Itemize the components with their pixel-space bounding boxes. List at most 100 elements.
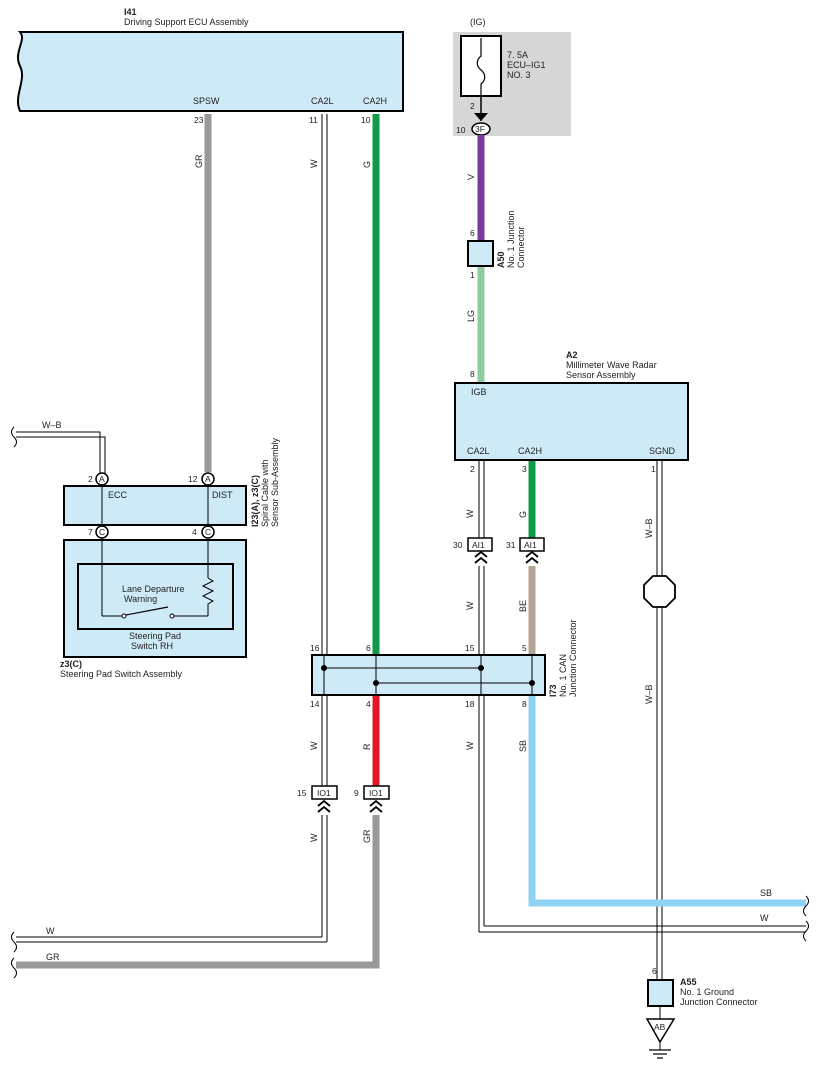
connector-3f-pin: 10 <box>456 125 466 135</box>
wire-wb-spiral-b <box>16 436 106 474</box>
i73-pin-t4: 5 <box>522 643 527 653</box>
ecu-term-spsw: SPSW <box>193 96 220 106</box>
wire-label-r: R <box>362 743 372 750</box>
fuse-number: NO. 3 <box>507 70 531 80</box>
spiral-conn-ecc-bot-label: C <box>99 527 105 537</box>
ecu-code: I41 <box>124 7 137 17</box>
spiral-term-ecc: ECC <box>108 490 128 500</box>
wire-label-w-left: W <box>46 926 55 936</box>
spiral-pin-ecc-top: 2 <box>88 474 93 484</box>
ecu-term-ca2l: CA2L <box>311 96 334 106</box>
break-mark-wb-left <box>11 426 17 448</box>
io1-pin-left: 15 <box>297 788 307 798</box>
i73-node-3 <box>373 680 379 686</box>
a55-name2: Junction Connector <box>680 997 758 1007</box>
io1-chevron-left-icon <box>317 799 331 813</box>
a50-connector <box>467 240 494 267</box>
a50-name1: No. 1 Junction <box>506 210 516 268</box>
wire-label-w-ca2l: W <box>309 159 319 168</box>
i73-pin-b4: 8 <box>522 699 527 709</box>
spiral-code: I23(A), z3(C) <box>250 475 260 527</box>
ground-point-label: AB <box>654 1022 666 1032</box>
wire-label-wb-1: W–B <box>644 518 654 538</box>
resistor-icon <box>201 577 215 616</box>
radar-pin-igb: 8 <box>470 369 475 379</box>
radar-term-igb: IGB <box>471 387 487 397</box>
i73-pin-b3: 18 <box>465 699 475 709</box>
wire-label-v: V <box>466 174 476 180</box>
radar-pin-sgnd: 1 <box>651 464 656 474</box>
fuse-pin: 2 <box>470 101 475 111</box>
steering-inner-box <box>77 563 234 630</box>
steering-inner-label2: Warning <box>124 594 157 604</box>
wire-label-g-radar: G <box>518 511 528 518</box>
wire-label-w-ai1: W <box>465 601 475 610</box>
ai1-label-left: AI1 <box>472 540 485 550</box>
wire-gr-io1 <box>16 815 380 969</box>
splice-octagon-icon <box>643 575 676 608</box>
wire-label-wb-spiral: W–B <box>42 420 62 430</box>
spiral-box <box>63 485 247 526</box>
radar-code: A2 <box>566 350 578 360</box>
ecu-name: Driving Support ECU Assembly <box>124 17 249 27</box>
break-mark-gr-left <box>11 957 17 979</box>
radar-term-ca2h: CA2H <box>518 446 542 456</box>
spiral-pin-ecc-bot: 7 <box>88 527 93 537</box>
wire-label-g-ca2h: G <box>362 161 372 168</box>
i73-node-1 <box>321 665 327 671</box>
i73-code: I73 <box>548 684 558 697</box>
wire-label-lg: LG <box>466 310 476 322</box>
wire-label-gr-spsw: GR <box>194 154 204 168</box>
steering-switch-label2: Switch RH <box>131 641 173 651</box>
ecu-pin-spsw: 23 <box>194 115 204 125</box>
ecu-term-ca2h: CA2H <box>363 96 387 106</box>
io1-pin-right: 9 <box>354 788 359 798</box>
radar-pin-ca2l: 2 <box>470 464 475 474</box>
connector-3f-label: 3F <box>475 124 485 134</box>
radar-pin-ca2h: 3 <box>522 464 527 474</box>
fuse-name: ECU–IG1 <box>507 60 546 70</box>
steering-code: z3(C) <box>60 659 82 669</box>
wire-wb-spiral <box>16 431 101 474</box>
wire-label-gr-left: GR <box>46 952 60 962</box>
steering-outer-box <box>63 539 247 658</box>
wire-label-w-radar: W <box>465 509 475 518</box>
wire-label-gr-io1: GR <box>362 829 372 843</box>
a55-name1: No. 1 Ground <box>680 987 734 997</box>
spiral-conn-dist-top-label: A <box>205 474 211 484</box>
a50-pin-top: 6 <box>470 228 475 238</box>
steering-name: Steering Pad Switch Assembly <box>60 669 183 679</box>
fuse-arrow-icon <box>474 113 488 121</box>
i73-node-2 <box>478 665 484 671</box>
radar-box <box>454 382 689 461</box>
radar-term-sgnd: SGND <box>649 446 676 456</box>
switch-contact-left <box>121 613 127 619</box>
ground-point-icon <box>645 1018 676 1044</box>
a50-code: A50 <box>496 251 506 268</box>
spiral-conn-dist-bot-label: C <box>205 527 211 537</box>
wire-label-be: BE <box>518 600 528 612</box>
io1-connector-left <box>311 785 338 800</box>
io1-connector-right <box>363 785 390 800</box>
radar-name1: Millimeter Wave Radar <box>566 360 657 370</box>
wire-label-wb-2: W–B <box>644 684 654 704</box>
a50-name2: Connector <box>516 226 526 268</box>
a50-pin-bottom: 1 <box>470 270 475 280</box>
wire-label-sb-horz: SB <box>760 888 772 898</box>
i73-pin-t3: 15 <box>465 643 475 653</box>
fuse-icon <box>476 38 486 96</box>
radar-term-ca2l: CA2L <box>467 446 490 456</box>
io1-label-left: IO1 <box>317 788 331 798</box>
i73-name2: Junction Connector <box>568 619 578 697</box>
i73-pin-b2: 4 <box>366 699 371 709</box>
spiral-name2: Sensor Sub-Assembly <box>270 437 280 527</box>
i73-pin-t1: 16 <box>310 643 320 653</box>
io1-label-right: IO1 <box>369 788 383 798</box>
i73-node-4 <box>529 680 535 686</box>
i73-name1: No. 1 CAN <box>558 654 568 697</box>
a55-code: A55 <box>680 977 697 987</box>
ai1-label-right: AI1 <box>524 540 537 550</box>
spiral-conn-dist-top <box>201 472 215 486</box>
break-mark-w-left <box>11 931 17 953</box>
